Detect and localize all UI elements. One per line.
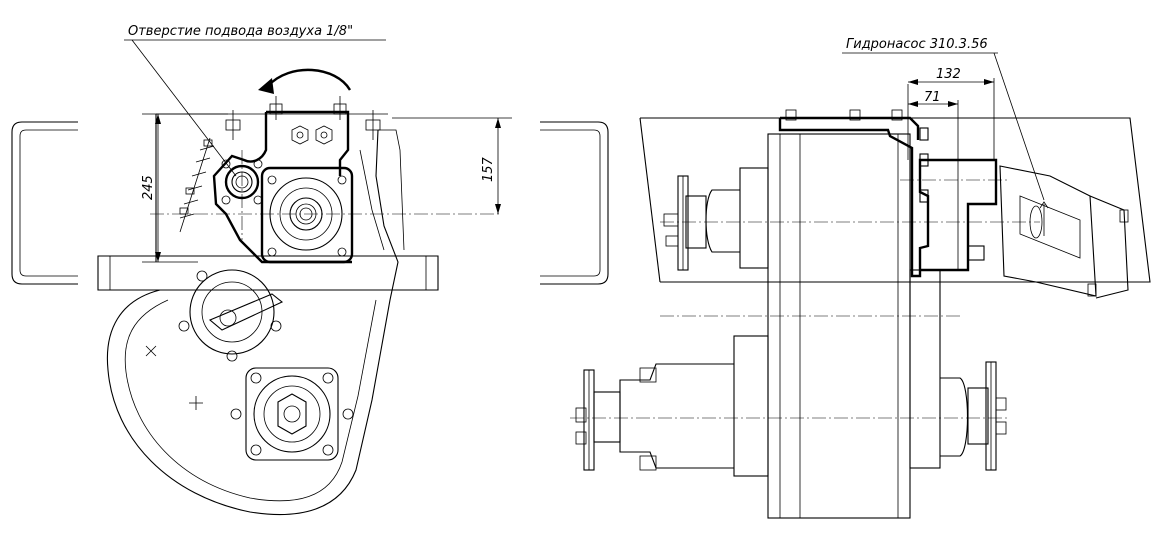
gearbox-housing [106,129,399,515]
dimension-157-label: 157 [481,156,496,182]
left-handle-bracket [11,121,78,285]
shift-lever-housing [178,269,284,362]
dimension-157 [392,117,512,214]
side-plate-hatching [179,137,215,233]
top-bolts [225,96,381,140]
dimension-245-label: 245 [141,175,156,200]
air-inlet-label: Отверстие подвода воздуха 1/8" [128,24,353,39]
dimension-132-label: 132 [936,67,961,82]
angled-pump-body [999,165,1129,299]
pump-leader [842,52,1045,201]
hydraulic-pump-assembly [778,109,998,278]
vehicle-frame-rail [640,117,1151,283]
rotation-arrow-head [258,78,274,94]
right-view-side-projection: 132 71 Гидронасос 310.3.56 [570,37,1151,519]
rotation-direction-arrow [267,68,352,91]
adapter-hex-nuts [291,125,333,145]
dimension-132 [907,78,995,160]
center-mark [145,345,157,357]
mounting-flange [97,255,439,291]
upper-left-output-shaft [663,175,740,271]
left-view-front-projection: 245 157 Отверстие подвода воздуха 1/8" [11,24,609,515]
dimension-245 [142,113,228,263]
pump-label: Гидронасос 310.3.56 [846,37,988,52]
dimension-71-label: 71 [924,90,941,105]
transfer-case-body [733,133,941,519]
pump-square-flange [260,166,354,264]
lower-left-output-shaft [575,363,734,471]
air-inlet-leader [124,39,386,177]
dimension-71 [908,100,959,270]
lower-right-output-shaft [940,361,1007,471]
right-handle-bracket [540,121,609,285]
lower-output-flange [230,367,354,461]
